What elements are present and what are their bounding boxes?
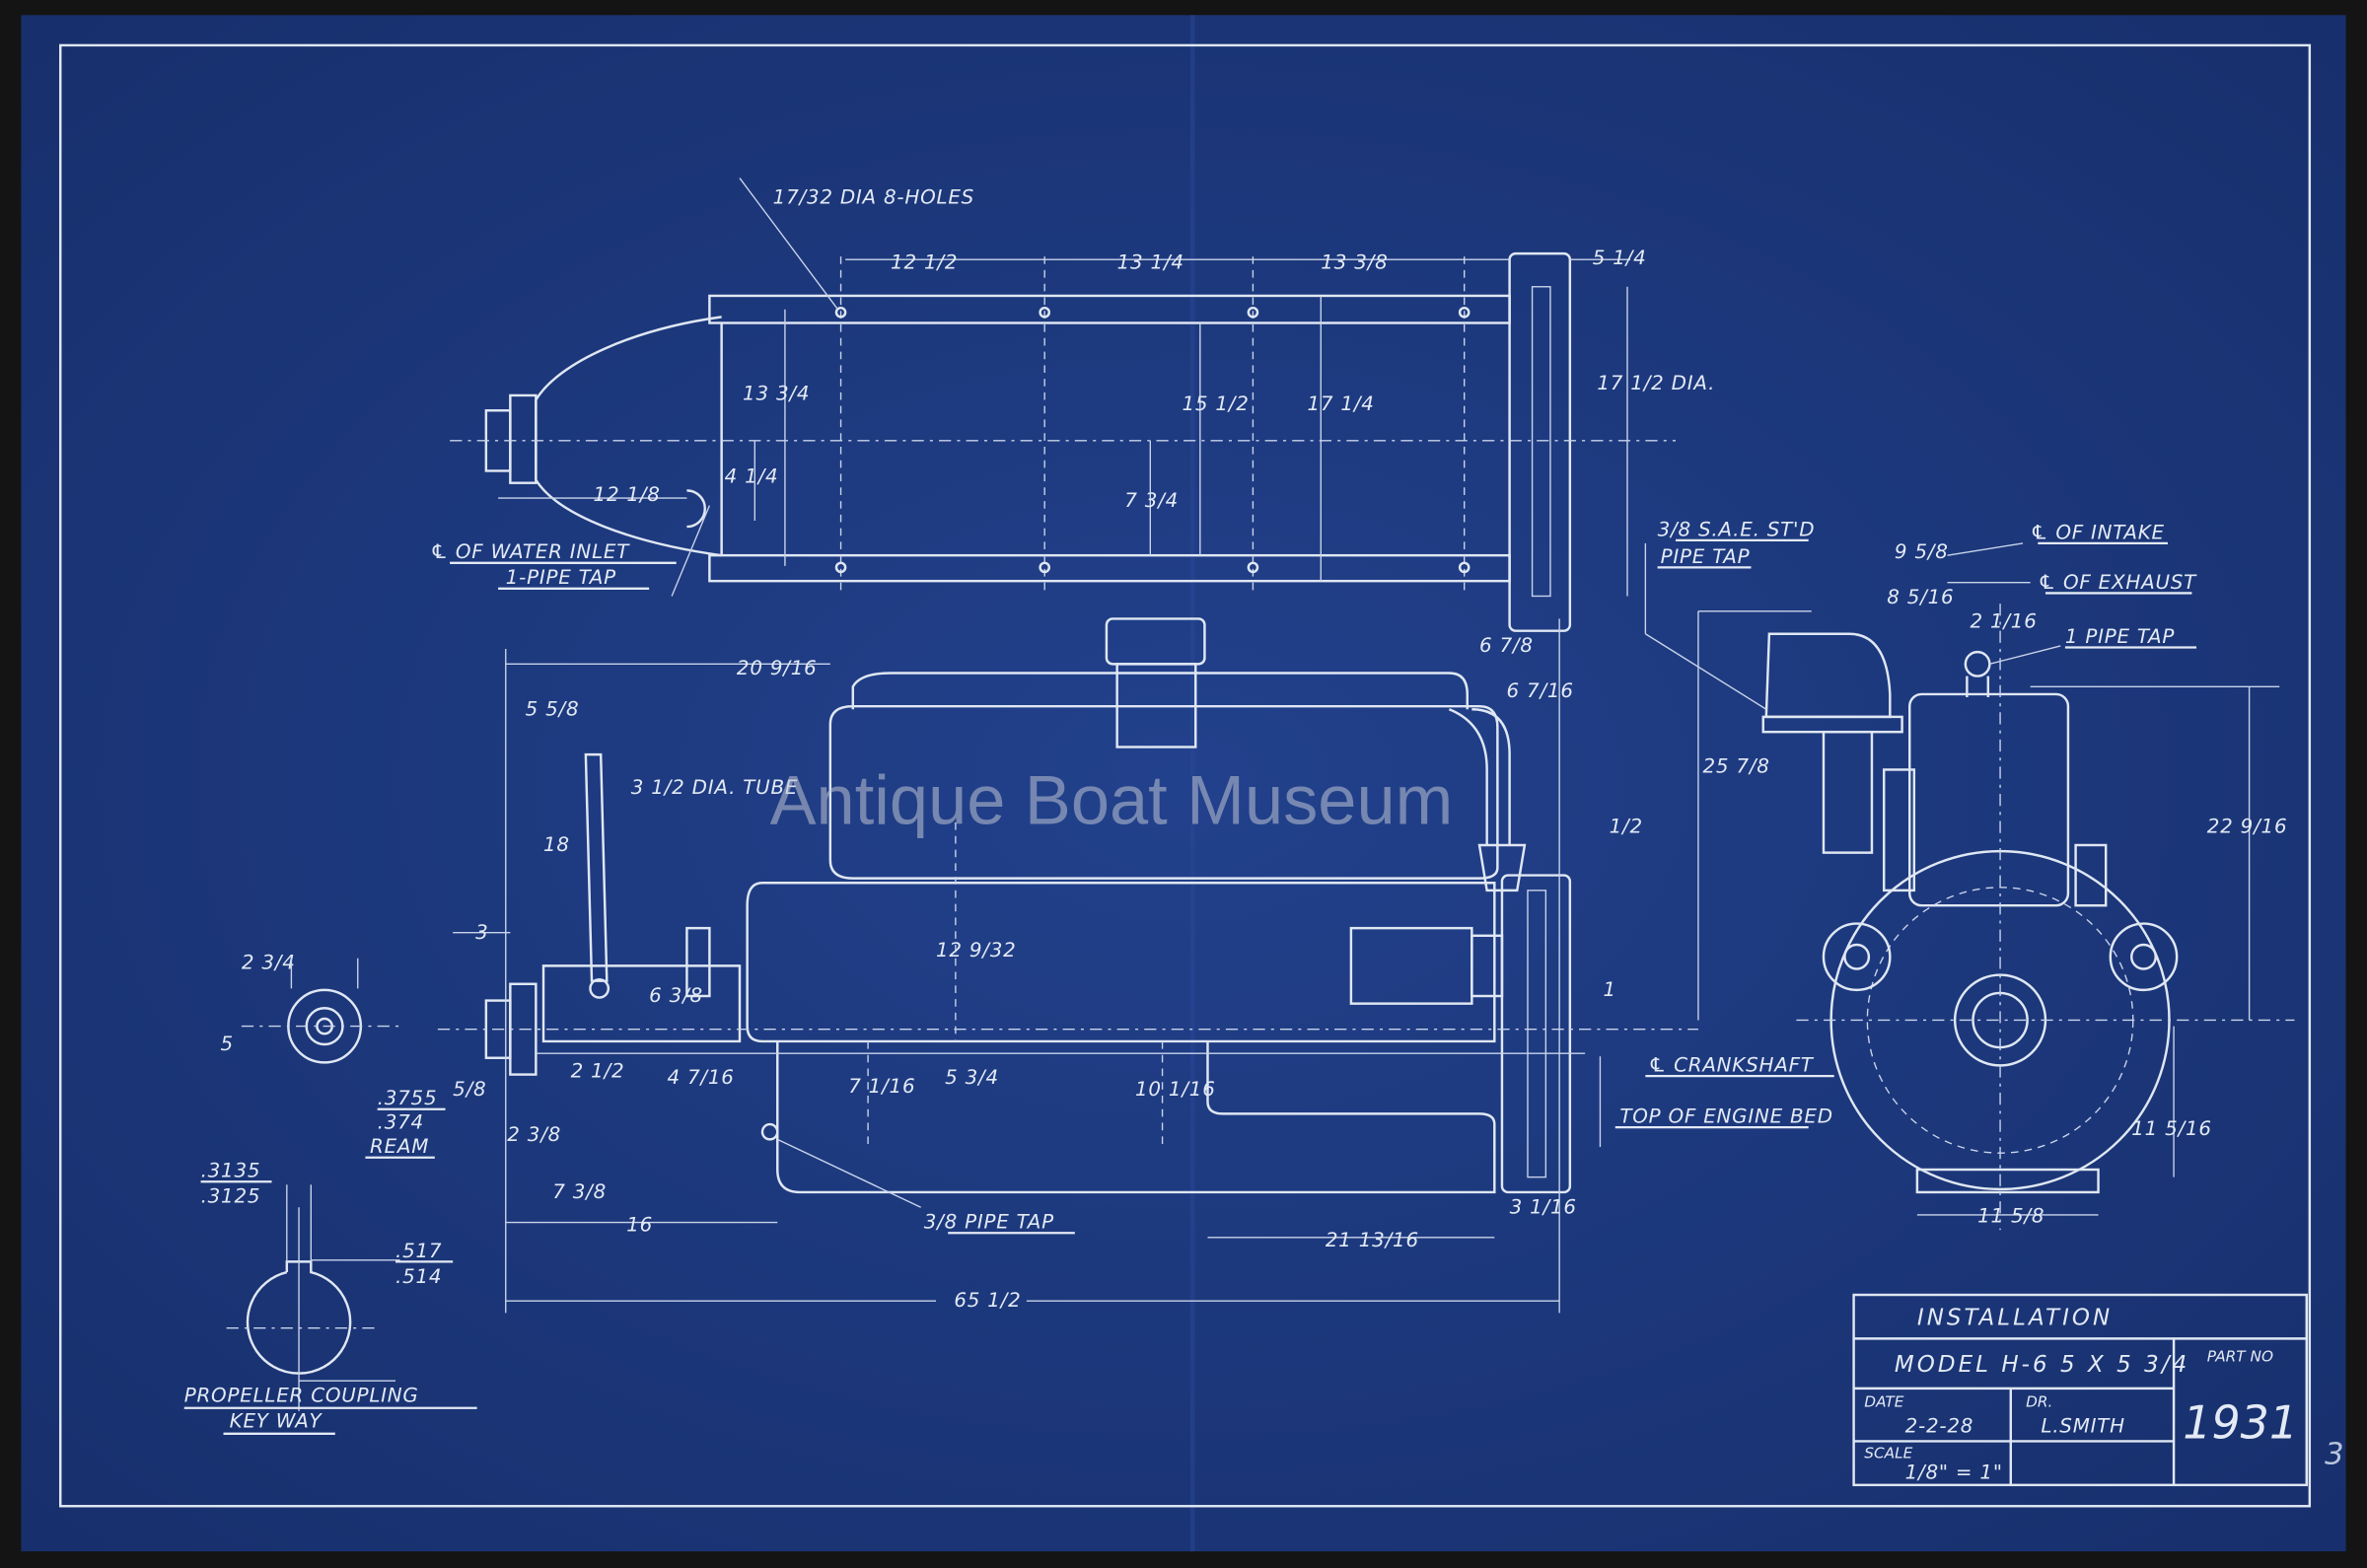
sae-label: 3/8 S.A.E. ST'D	[1658, 518, 1816, 540]
dim-6-3-8: 6 3/8	[649, 984, 703, 1007]
bolt-holes	[834, 306, 1470, 574]
dim-7-3-4: 7 3/4	[1124, 489, 1179, 512]
dim-5-1-4: 5 1/4	[1593, 247, 1647, 269]
dim-1-2: 1/2	[1610, 816, 1643, 838]
keyway-width-lower: .3125	[201, 1185, 261, 1208]
dim-17-1-4: 17 1/4	[1308, 392, 1375, 415]
date-label: DATE	[1864, 1392, 1903, 1410]
dim-13-1-4: 13 1/4	[1117, 250, 1184, 273]
dim-1: 1	[1604, 978, 1616, 1001]
dim-15-1-2: 15 1/2	[1182, 392, 1249, 415]
side-view: 20 9/16 6 7/8 6 7/16 5 5/8 3 1/2 DIA. TU…	[220, 617, 1834, 1314]
water-inlet-label: ℄ OF WATER INLET	[430, 540, 630, 563]
dim-12-1-8: 12 1/8	[594, 483, 661, 506]
title-block: INSTALLATION MODEL H-6 5 X 5 3/4 PART NO…	[1852, 1293, 2308, 1487]
dim-12-1-2: 12 1/2	[891, 250, 958, 273]
dim-12-9-32: 12 9/32	[936, 939, 1017, 962]
sheet-mark: 3	[2325, 1437, 2344, 1471]
dim-6-7-8: 6 7/8	[1479, 634, 1534, 657]
dim-4-1-4: 4 1/4	[725, 465, 779, 488]
part-number: 1931	[2183, 1395, 2298, 1449]
dim-17-1-2-dia: 17 1/2 DIA.	[1597, 372, 1715, 394]
dim-7-3-8: 7 3/8	[552, 1180, 607, 1203]
dim-25-7-8: 25 7/8	[1703, 755, 1770, 778]
engine-bed-label: TOP OF ENGINE BED	[1619, 1105, 1832, 1128]
drawn-by-value: L.SMITH	[2041, 1414, 2124, 1437]
dim-5: 5	[220, 1033, 233, 1055]
dim-65-1-2: 65 1/2	[954, 1289, 1021, 1312]
dim-6-7-16: 6 7/16	[1507, 679, 1574, 702]
dim-13-3-4: 13 3/4	[743, 383, 810, 405]
dim-5-3-4: 5 3/4	[945, 1066, 999, 1089]
dim-2-3-8: 2 3/8	[507, 1123, 561, 1146]
scale-value: 1/8" = 1"	[1905, 1461, 2003, 1484]
dim-20-9-16: 20 9/16	[737, 657, 818, 679]
exhaust-label: ℄ OF EXHAUST	[2038, 571, 2197, 594]
dim-3-1-16: 3 1/16	[1510, 1195, 1577, 1218]
dim-8-5-16: 8 5/16	[1887, 586, 1954, 608]
dim-11-5-8: 11 5/8	[1977, 1205, 2044, 1228]
crankshaft-label: ℄ CRANKSHAFT	[1648, 1054, 1814, 1077]
dim-4-7-16: 4 7/16	[668, 1066, 735, 1089]
watermark: Antique Boat Museum	[770, 761, 1454, 839]
pipe-tap-label: 3/8 PIPE TAP	[924, 1211, 1054, 1234]
dim-holes: 17/32 DIA 8-HOLES	[773, 186, 974, 209]
pipe-tap-end-label: 1 PIPE TAP	[2065, 625, 2175, 648]
coupling-end-view	[241, 958, 400, 1064]
dim-2-1-16: 2 1/16	[1970, 610, 2037, 633]
ream-upper: .3755	[378, 1087, 438, 1109]
date-value: 2-2-28	[1905, 1414, 1974, 1437]
dim-16: 16	[626, 1214, 653, 1237]
keyway-title: PROPELLER COUPLING	[184, 1385, 419, 1407]
end-view: 3/8 S.A.E. ST'D PIPE TAP 9 5/8 ℄ OF INTA…	[1644, 518, 2295, 1231]
keyway-depth-lower: .514	[395, 1265, 442, 1288]
dim-2-1-2: 2 1/2	[571, 1060, 625, 1083]
keyway-width-upper: .3135	[201, 1160, 261, 1182]
dim-22-9-16: 22 9/16	[2207, 816, 2288, 838]
ream-label: REAM	[370, 1135, 429, 1158]
dim-tube-dia: 3 1/2 DIA. TUBE	[631, 776, 798, 799]
top-view: 17/32 DIA 8-HOLES 12 1/2 13 1/4 13 3/8 5…	[430, 178, 1715, 632]
dim-9-5-8: 9 5/8	[1895, 540, 1949, 563]
dim-7-1-16: 7 1/16	[848, 1075, 915, 1098]
dim-10-1-16: 10 1/16	[1135, 1078, 1216, 1101]
dim-18: 18	[543, 833, 570, 856]
dim-5-8: 5/8	[453, 1078, 486, 1101]
drawing-border	[59, 43, 2312, 1508]
intake-label: ℄ OF INTAKE	[2031, 521, 2165, 543]
keyway-detail: .3135 .3125 .517 .514 PROPELLER COUPLING…	[183, 1160, 477, 1435]
dim-21-13-16: 21 13/16	[1326, 1229, 1419, 1251]
dim-11-5-16: 11 5/16	[2131, 1117, 2212, 1140]
sae-tap: PIPE TAP	[1661, 545, 1751, 568]
model-label: MODEL H-6 5 X 5 3/4	[1895, 1352, 2189, 1378]
ream-lower: .374	[378, 1111, 424, 1134]
dim-13-3-8: 13 3/8	[1321, 250, 1388, 273]
keyway-subtitle: KEY WAY	[230, 1410, 323, 1433]
dim-5-5-8: 5 5/8	[526, 697, 580, 720]
water-inlet-tap: 1-PIPE TAP	[506, 566, 616, 589]
dim-3: 3	[475, 921, 488, 944]
keyway-depth-upper: .517	[395, 1240, 442, 1262]
scale-label: SCALE	[1864, 1444, 1912, 1461]
part-no-label: PART NO	[2207, 1347, 2273, 1365]
drawn-by-label: DR.	[2026, 1392, 2052, 1410]
dim-2-3-4: 2 3/4	[242, 951, 296, 973]
drawing-title: INSTALLATION	[1917, 1306, 2113, 1331]
